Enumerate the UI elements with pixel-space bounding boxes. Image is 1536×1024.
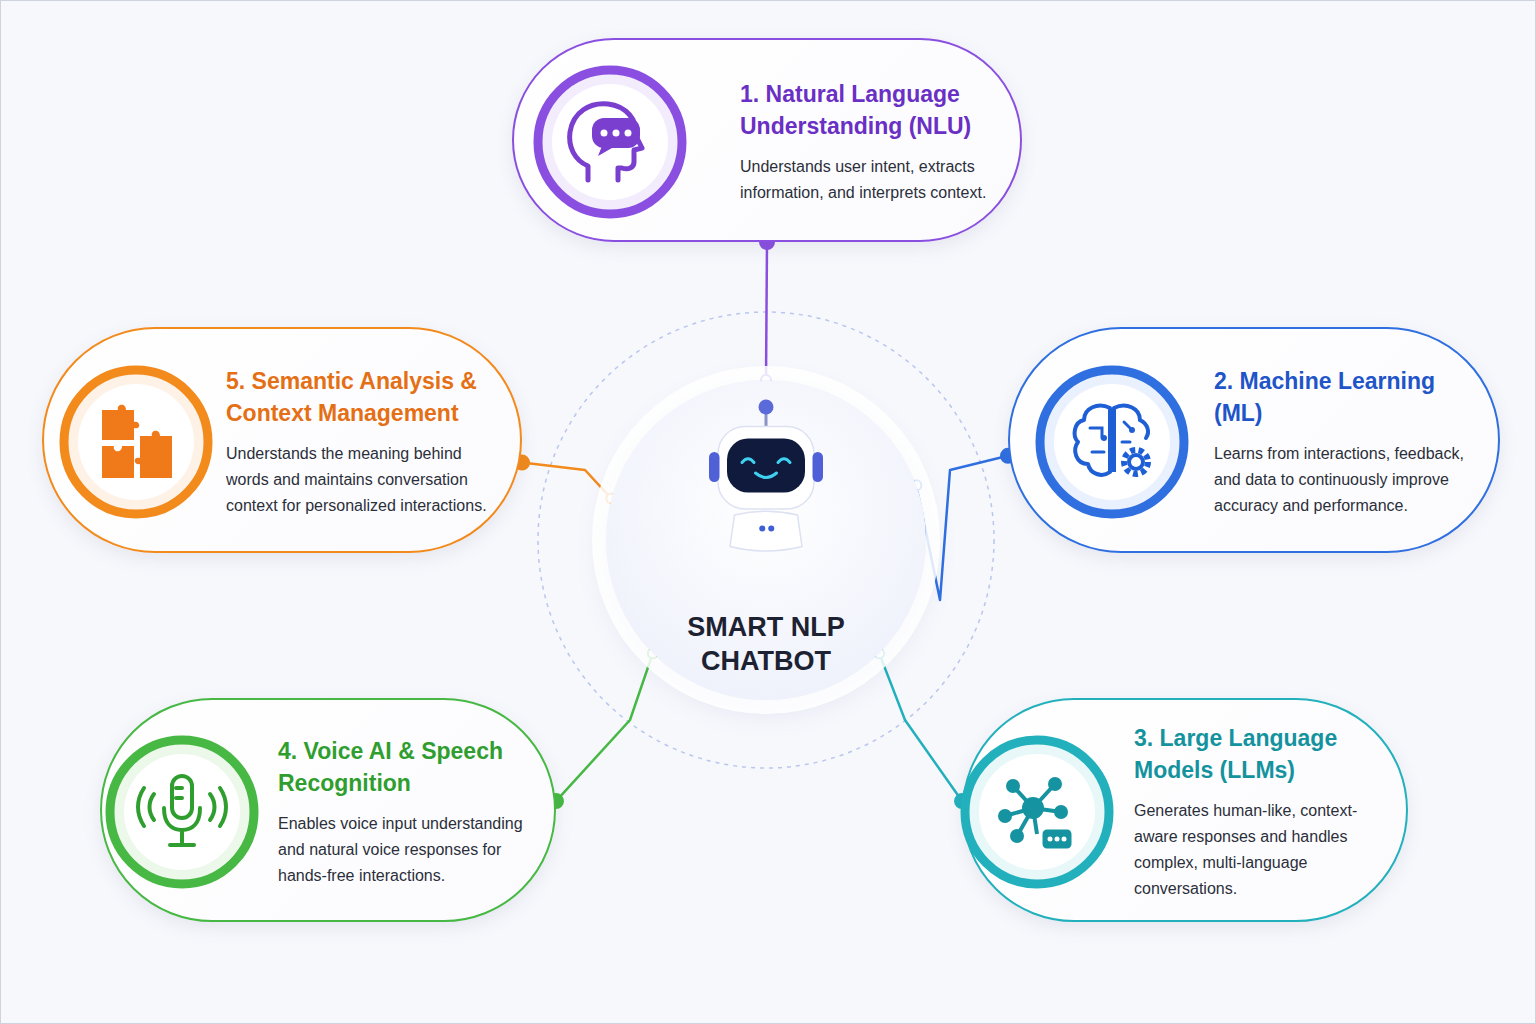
voice-box: 4. Voice AI & Speech RecognitionEnables … [100,698,556,922]
llm-box: 3. Large Language Models (LLMs) Generates… [962,698,1408,922]
text-column: 3. Large Language Models (LLMs) Generates… [1134,700,1394,924]
box-heading: 2. Machine Learning (ML) [1214,365,1484,429]
ml-box: 2. Machine Learning (ML) Learns from inte… [1008,327,1500,553]
box-description: Understands user intent, extracts inform… [740,154,1000,206]
box-heading: 1. Natural Language Understanding (NLU) [740,78,1000,142]
hub-circle: SMART NLP CHATBOT [606,380,926,700]
semantic-icon [56,362,216,522]
text-column: 2. Machine Learning (ML) Learns from inte… [1214,329,1484,555]
text-column: 4. Voice AI & Speech RecognitionEnables … [278,700,540,924]
box-heading: 3. Large Language Models (LLMs) [1134,722,1394,786]
ml-icon [1032,362,1192,522]
nlu-box: 1. Natural Language Understanding (NLU) U… [512,38,1022,242]
box-heading: 5. Semantic Analysis & Context Managemen… [226,365,508,429]
nlu-icon [530,62,690,222]
llm-icon [957,732,1117,892]
hub-title: SMART NLP CHATBOT [661,610,871,678]
box-description: Learns from interactions, feedback, and … [1214,441,1484,519]
orbit-ring [538,312,994,768]
text-column: 5. Semantic Analysis & Context Managemen… [226,329,508,555]
connector-line [556,653,653,801]
connector-line [766,242,767,380]
box-description: Enables voice input understanding and na… [278,811,540,889]
box-heading: 4. Voice AI & Speech Recognition [278,735,540,799]
voice-icon [102,732,262,892]
connector-line [522,463,611,499]
robot-illustration [606,380,926,620]
box-description: Generates human-like, context-aware resp… [1134,798,1394,902]
box-description: Understands the meaning behind words and… [226,441,508,519]
text-column: 1. Natural Language Understanding (NLU) U… [740,40,1000,244]
connector-line [916,456,1008,600]
semantic-box: 5. Semantic Analysis & Context Managemen… [42,327,522,553]
connector-line [879,653,962,801]
